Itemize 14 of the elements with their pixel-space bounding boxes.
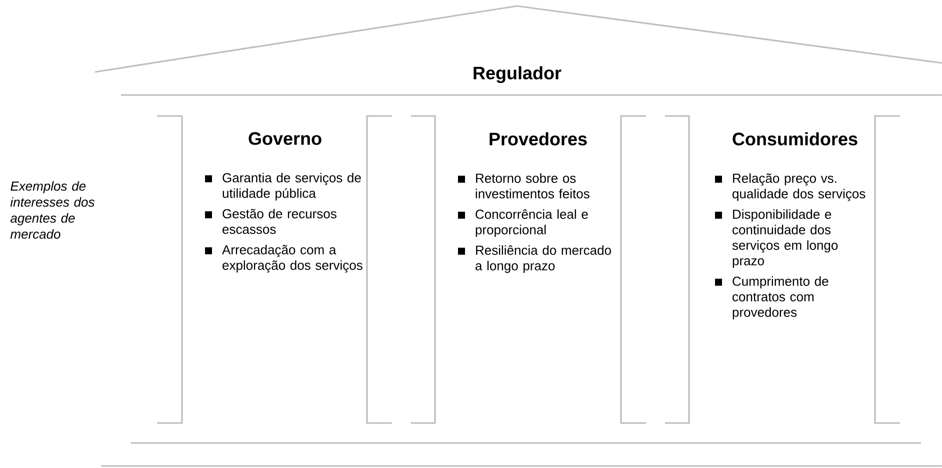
bullet-text: Concorrência leal e proporcional	[476, 209, 588, 237]
bullet-text: Cumprimento de contratos com provedores	[732, 276, 828, 320]
bullet-text: Relação preço vs. qualidade dos serviços	[732, 173, 866, 201]
column-heading: Governo	[248, 132, 322, 145]
side-note: Exemplos de interesses dos agentes de mercado	[10, 181, 94, 239]
bullet-text: Disponibilidade e continuidade dos serviços em longo prazo	[732, 209, 838, 268]
roof-heading: Regulador	[474, 66, 562, 84]
bullet-text: Gestão de recursos escassos	[222, 208, 336, 234]
column-heading: Consumidores	[732, 132, 858, 146]
bullet-text: Garantia de serviços de utilidade pública	[222, 172, 361, 200]
column-heading: Provedores	[490, 132, 587, 146]
bullet-text: Resiliência do mercado a longo prazo	[476, 245, 611, 273]
bullet-text: Retorno sobre os investimentos feitos	[476, 173, 590, 198]
bullet-text: Arrecadação com a exploração dos serviços	[222, 244, 362, 273]
